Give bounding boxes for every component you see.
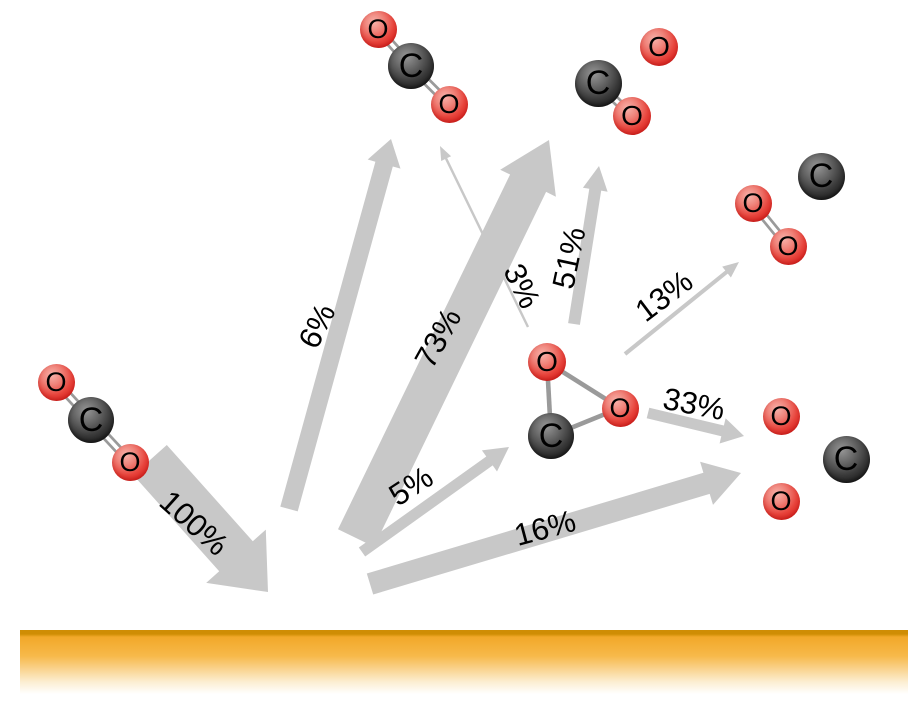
bond-scattered-linear-co2 bbox=[407, 67, 448, 108]
bond-cyclic-co2 bbox=[545, 360, 622, 410]
arrow-cyclic-to-linear-3pct bbox=[440, 146, 530, 328]
arrow-to-o-c-o-16pct bbox=[366, 461, 741, 595]
bond-cyclic-co2 bbox=[544, 361, 554, 437]
arrow-to-linear-co2-6pct bbox=[280, 139, 401, 512]
bond-scattered-linear-co2 bbox=[379, 25, 415, 65]
bond-scattered-linear-co2 bbox=[412, 62, 453, 103]
bond-o2-plus-c bbox=[754, 200, 792, 245]
arrow-to-cyclic-5pct bbox=[358, 447, 509, 557]
bond-co-plus-o bbox=[594, 84, 631, 120]
bond-incoming-co2 bbox=[87, 421, 129, 466]
bond-incoming-co2 bbox=[92, 416, 134, 461]
bond-cyclic-co2 bbox=[550, 405, 621, 439]
bond-incoming-co2 bbox=[52, 383, 90, 424]
arrow-cyclic-to-2o-33pct bbox=[646, 407, 744, 444]
bond-co-plus-o bbox=[599, 79, 636, 115]
bond-incoming-co2 bbox=[57, 378, 95, 419]
arrow-to-co-o-73pct bbox=[338, 140, 556, 547]
arrow-cyclic-to-o2-13pct bbox=[623, 262, 739, 356]
arrow-incoming-100pct bbox=[133, 445, 268, 592]
metal-surface bbox=[20, 630, 908, 694]
bond-o2-plus-c bbox=[749, 204, 787, 249]
arrow-cyclic-to-co-o-51pct bbox=[568, 166, 608, 325]
bond-scattered-linear-co2 bbox=[374, 30, 410, 70]
